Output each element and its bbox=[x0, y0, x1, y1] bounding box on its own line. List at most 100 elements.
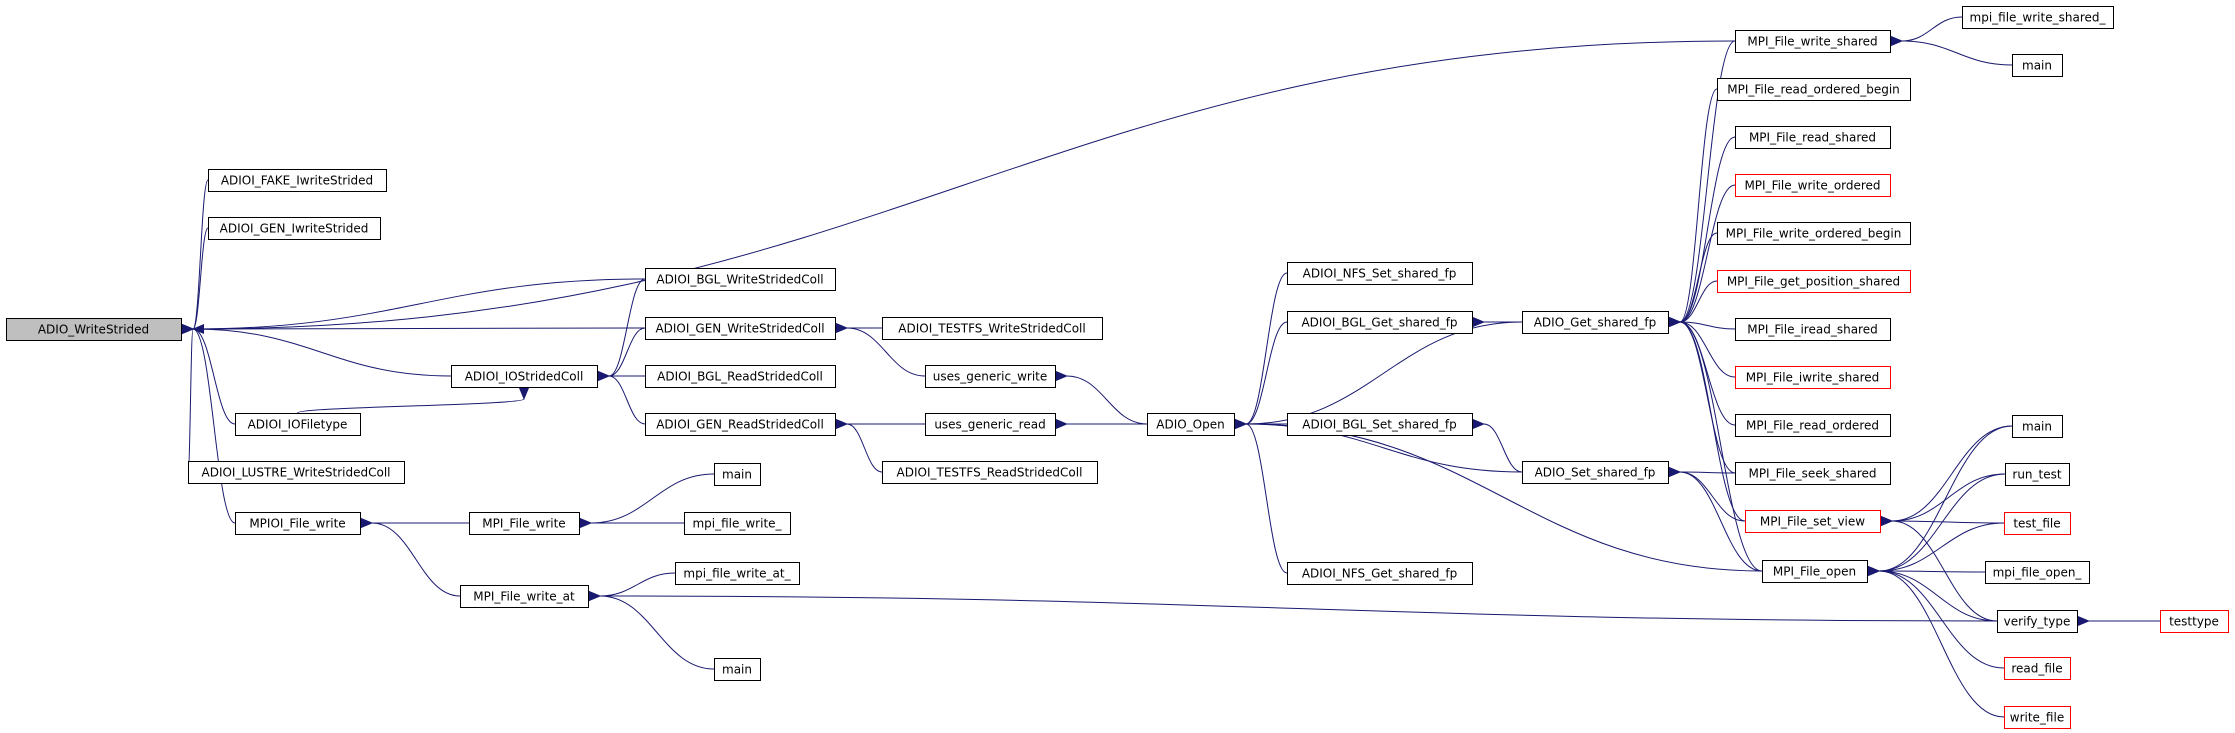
node-adioi-iostridedcoll[interactable]: ADIOI_IOStridedColl bbox=[451, 365, 598, 388]
node-mpi-file-open[interactable]: mpi_file_open_ bbox=[1985, 561, 2090, 584]
node-mpi-file-iread-shared[interactable]: MPI_File_iread_shared bbox=[1735, 318, 1891, 341]
node-label: ADIO_Get_shared_fp bbox=[1534, 316, 1657, 330]
node-adio-set-shared-fp[interactable]: ADIO_Set_shared_fp bbox=[1522, 461, 1669, 484]
node-box bbox=[235, 413, 361, 436]
node-adioi-gen-iwritestrided[interactable]: ADIOI_GEN_IwriteStrided bbox=[208, 217, 381, 240]
node-adioi-iofiletype[interactable]: ADIOI_IOFiletype bbox=[235, 413, 361, 436]
call-edge-n27-n37 bbox=[1668, 466, 1736, 477]
node-label: MPI_File_write bbox=[482, 517, 565, 531]
node-mpi-file-iwrite-shared[interactable]: MPI_File_iwrite_shared bbox=[1735, 366, 1891, 389]
node-mpi-file-write[interactable]: MPI_File_write bbox=[469, 512, 580, 535]
node-mpi-file-seek-shared[interactable]: MPI_File_seek_shared bbox=[1735, 462, 1891, 485]
node-adioi-testfs-readstridedcoll[interactable]: ADIOI_TESTFS_ReadStridedColl bbox=[882, 461, 1098, 484]
node-adio-open[interactable]: ADIO_Open bbox=[1147, 413, 1235, 436]
node-adioi-bgl-writestridedcoll[interactable]: ADIOI_BGL_WriteStridedColl bbox=[645, 268, 836, 291]
node-adioi-nfs-get-shared-fp[interactable]: ADIOI_NFS_Get_shared_fp bbox=[1287, 562, 1473, 585]
node-mpi-file-set-view[interactable]: MPI_File_set_view bbox=[1745, 510, 1881, 533]
node-adioi-gen-readstridedcoll[interactable]: ADIOI_GEN_ReadStridedColl bbox=[645, 413, 836, 436]
node-adioi-bgl-set-shared-fp[interactable]: ADIOI_BGL_Set_shared_fp bbox=[1287, 413, 1473, 436]
node-box bbox=[925, 413, 1056, 436]
node-adioi-lustre-writestridedcoll[interactable]: ADIOI_LUSTRE_WriteStridedColl bbox=[188, 461, 405, 484]
node-label: MPI_File_seek_shared bbox=[1748, 467, 1876, 481]
node-box bbox=[675, 562, 800, 585]
node-mpi-file-read-ordered[interactable]: MPI_File_read_ordered bbox=[1735, 414, 1891, 437]
node-box bbox=[684, 512, 791, 535]
node-adioi-testfs-writestridedcoll[interactable]: ADIOI_TESTFS_WriteStridedColl bbox=[882, 317, 1103, 340]
node-uses-generic-write[interactable]: uses_generic_write bbox=[925, 365, 1056, 388]
node-adioi-gen-writestridedcoll[interactable]: ADIOI_GEN_WriteStridedColl bbox=[645, 317, 836, 340]
call-edge-n38-n43 bbox=[1880, 473, 2006, 527]
call-edge-n4-n12 bbox=[835, 322, 926, 377]
call-edge-n21-n26 bbox=[1234, 321, 1523, 430]
node-box bbox=[1287, 413, 1473, 436]
node-mpi-file-write-ordered[interactable]: MPI_File_write_ordered bbox=[1735, 174, 1891, 197]
node-mpi-file-write-shared[interactable]: MPI_File_write_shared bbox=[1735, 30, 1891, 53]
node-label: main bbox=[2022, 420, 2052, 434]
node-adio-writestrided[interactable]: ADIO_WriteStrided bbox=[6, 318, 182, 341]
call-edge-n0-n7 bbox=[187, 323, 205, 473]
call-edge-n0-n6 bbox=[181, 323, 236, 425]
call-edge-n26-n32 bbox=[1668, 232, 1718, 328]
node-label: MPI_File_open bbox=[1773, 565, 1856, 579]
node-read-file[interactable]: read_file bbox=[2004, 657, 2071, 680]
call-edge-n12-n21 bbox=[1055, 370, 1148, 425]
node-main[interactable]: main bbox=[2012, 415, 2063, 438]
node-adioi-bgl-readstridedcoll[interactable]: ADIOI_BGL_ReadStridedColl bbox=[645, 365, 836, 388]
node-label: ADIO_Set_shared_fp bbox=[1535, 466, 1656, 480]
node-label: mpi_file_write_at_ bbox=[683, 567, 791, 581]
node-verify-type[interactable]: verify_type bbox=[1997, 610, 2078, 633]
call-edge-n21-n39 bbox=[1234, 418, 1763, 572]
node-box bbox=[1735, 462, 1891, 485]
node-mpi-file-open[interactable]: MPI_File_open bbox=[1762, 560, 1868, 583]
node-mpi-file-write-at[interactable]: MPI_File_write_at bbox=[460, 585, 589, 608]
node-box bbox=[645, 413, 836, 436]
call-edge-n26-n36 bbox=[1668, 316, 1736, 426]
node-adioi-fake-iwritestrided[interactable]: ADIOI_FAKE_IwriteStrided bbox=[208, 169, 387, 192]
node-uses-generic-read[interactable]: uses_generic_read bbox=[925, 413, 1056, 436]
node-label: MPI_File_get_position_shared bbox=[1727, 275, 1900, 289]
node-adio-get-shared-fp[interactable]: ADIO_Get_shared_fp bbox=[1522, 311, 1669, 334]
call-edge-n21-n23 bbox=[1234, 321, 1288, 430]
node-box bbox=[208, 169, 387, 192]
node-box bbox=[460, 585, 589, 608]
call-edge-n26-n31 bbox=[1668, 184, 1736, 328]
call-edge-n16-n20 bbox=[588, 590, 715, 670]
node-mpi-file-write-at[interactable]: mpi_file_write_at_ bbox=[675, 562, 800, 585]
node-mpi-file-get-position-shared[interactable]: MPI_File_get_position_shared bbox=[1717, 270, 1911, 293]
node-main[interactable]: main bbox=[714, 463, 761, 486]
node-label: ADIOI_FAKE_IwriteStrided bbox=[221, 174, 373, 188]
node-box bbox=[469, 512, 580, 535]
node-label: ADIOI_LUSTRE_WriteStridedColl bbox=[202, 466, 391, 480]
node-label: MPI_File_read_ordered_begin bbox=[1727, 83, 1900, 97]
node-label: ADIOI_GEN_ReadStridedColl bbox=[656, 418, 824, 432]
node-mpioi-file-write[interactable]: MPIOI_File_write bbox=[235, 512, 361, 535]
node-main[interactable]: main bbox=[2012, 54, 2063, 77]
node-box bbox=[235, 512, 361, 535]
node-mpi-file-read-ordered-begin[interactable]: MPI_File_read_ordered_begin bbox=[1717, 78, 1911, 101]
node-mpi-file-read-shared[interactable]: MPI_File_read_shared bbox=[1735, 126, 1891, 149]
node-run-test[interactable]: run_test bbox=[2005, 463, 2070, 486]
node-write-file[interactable]: write_file bbox=[2004, 706, 2071, 729]
node-adioi-nfs-set-shared-fp[interactable]: ADIOI_NFS_Set_shared_fp bbox=[1287, 262, 1473, 285]
node-label: ADIOI_TESTFS_WriteStridedColl bbox=[898, 322, 1085, 336]
node-adioi-bgl-get-shared-fp[interactable]: ADIOI_BGL_Get_shared_fp bbox=[1287, 311, 1473, 334]
node-main[interactable]: main bbox=[714, 658, 761, 681]
node-box bbox=[1287, 562, 1473, 585]
node-box bbox=[451, 365, 598, 388]
node-mpi-file-write-shared[interactable]: mpi_file_write_shared_ bbox=[1962, 6, 2114, 29]
node-label: test_file bbox=[2013, 517, 2060, 531]
node-label: main bbox=[722, 468, 752, 482]
node-box bbox=[714, 658, 761, 681]
node-test-file[interactable]: test_file bbox=[2004, 512, 2071, 535]
node-label: MPI_File_read_shared bbox=[1749, 131, 1876, 145]
node-label: ADIOI_BGL_WriteStridedColl bbox=[656, 273, 823, 287]
call-edge-n26-n33 bbox=[1668, 280, 1718, 328]
node-box bbox=[1287, 311, 1473, 334]
node-mpi-file-write[interactable]: mpi_file_write_ bbox=[684, 512, 791, 535]
node-label: ADIOI_BGL_ReadStridedColl bbox=[657, 370, 823, 384]
call-edge-n15-n17 bbox=[579, 473, 715, 529]
node-testtype[interactable]: testtype bbox=[2160, 610, 2229, 633]
call-edge-n21-n25 bbox=[1234, 418, 1288, 574]
node-mpi-file-write-ordered-begin[interactable]: MPI_File_write_ordered_begin bbox=[1717, 222, 1911, 245]
